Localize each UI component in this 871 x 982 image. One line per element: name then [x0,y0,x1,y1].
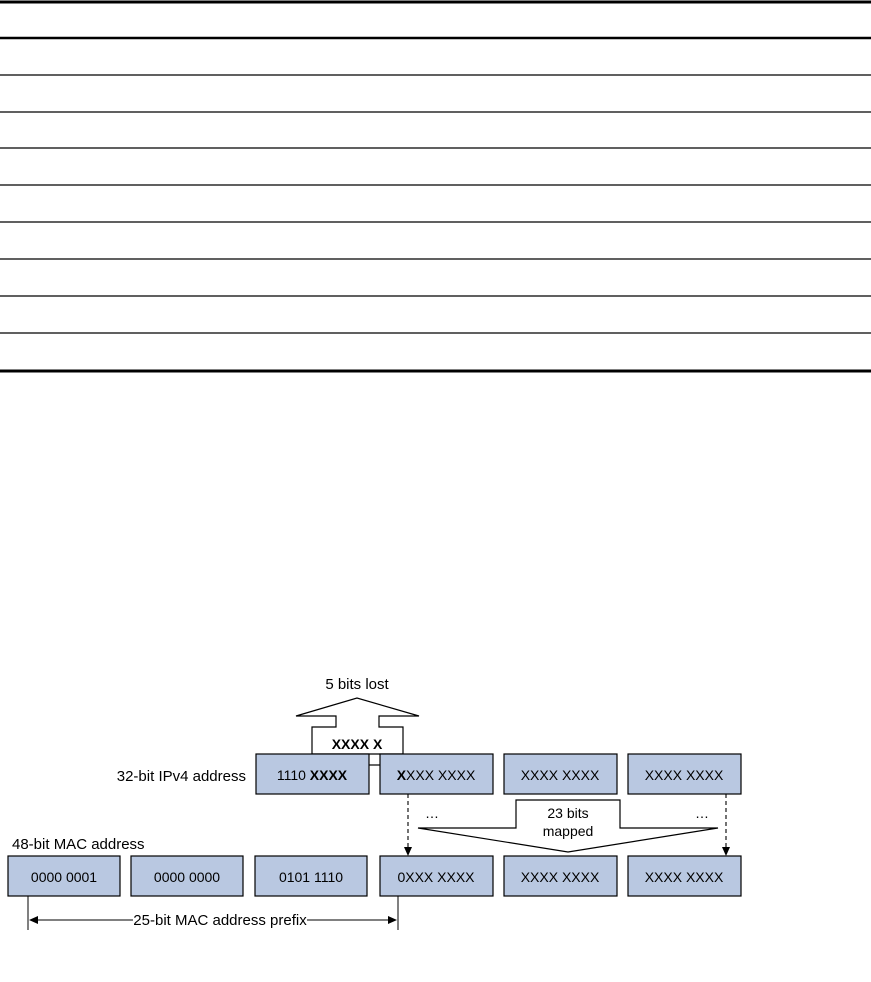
mapped-bits-arrow [417,799,719,853]
lost-bits-label: 5 bits lost [325,676,389,693]
ipv4-byte-1: 1110 XXXX [255,753,370,795]
lost-bits-arrow [295,697,420,755]
prefix-label-bg [133,910,307,928]
ellipsis-left: … [425,805,439,821]
svg-text:0XXX XXXX: 0XXX XXXX [397,869,475,885]
ipv4-byte-4: XXXX XXXX [627,753,742,795]
mapped-bits-label-line1: 23 bits [547,805,588,821]
ipv4-address-label: 32-bit IPv4 address [117,768,246,785]
mac-address-label: 48-bit MAC address [12,836,145,853]
mac-prefix-label: 25-bit MAC address prefix [133,912,307,929]
svg-text:XXXX XXXX: XXXX XXXX [645,869,724,885]
svg-text:XXXX XXXX: XXXX XXXX [645,767,724,783]
mac-byte-3: 0101 1110 [254,855,368,897]
svg-text:0000 0001: 0000 0001 [31,869,97,885]
svg-text:1110 XXXX: 1110 XXXX [277,767,348,783]
svg-text:0000 0000: 0000 0000 [154,869,220,885]
svg-text:XXXX XXXX: XXXX XXXX [397,767,476,783]
svg-text:0101 1110: 0101 1110 [279,869,343,885]
svg-text:XXXX XXXX: XXXX XXXX [521,767,600,783]
mac-byte-1: 0000 0001 [7,855,121,897]
mac-byte-5: XXXX XXXX [503,855,618,897]
mac-byte-2: 0000 0000 [130,855,244,897]
empty-table [0,0,871,373]
ipv4-byte-3: XXXX XXXX [503,753,618,795]
mac-byte-6: XXXX XXXX [627,855,742,897]
mapped-bits-label-line2: mapped [543,823,594,839]
ipv4-byte-2: XXXX XXXX [379,753,494,795]
lost-bits-value: XXXX X [332,736,383,752]
ellipsis-right: … [695,805,709,821]
svg-text:XXXX XXXX: XXXX XXXX [521,869,600,885]
mac-byte-4: 0XXX XXXX [379,855,494,897]
